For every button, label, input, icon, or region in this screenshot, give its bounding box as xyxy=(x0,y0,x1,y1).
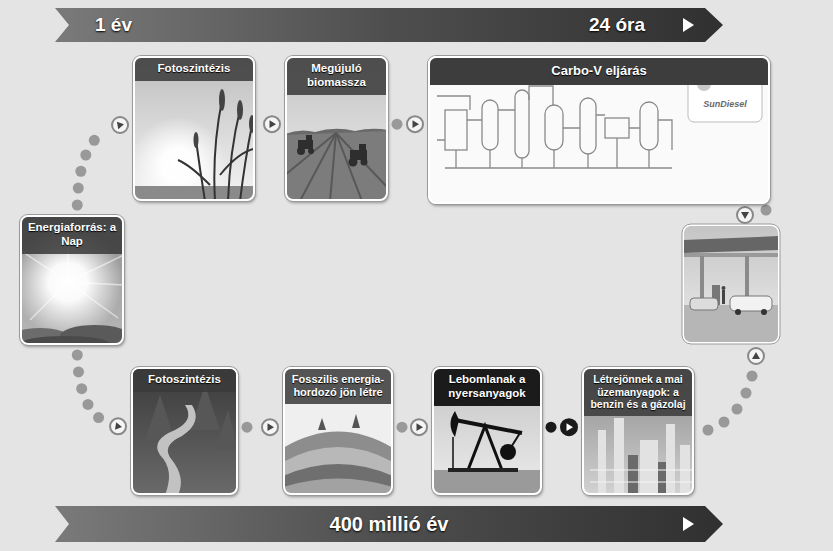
process-box: Carbo-V eljárás xyxy=(428,56,770,204)
title-band: Lebomlanak a nyersanyagok xyxy=(434,369,540,406)
band-row: 1 év 24 óra xyxy=(55,8,723,42)
dotted-connector xyxy=(72,117,130,211)
logo-text: SunDiesel xyxy=(690,99,760,109)
dotted-connector xyxy=(396,419,429,435)
forest-photo xyxy=(131,367,238,495)
field-photo xyxy=(285,56,388,201)
dotted-connector xyxy=(258,116,282,132)
dotted-connector xyxy=(72,349,128,434)
sun-photo xyxy=(20,215,124,345)
station-link xyxy=(703,205,772,436)
dotted-connector xyxy=(545,419,579,435)
dotted-connector xyxy=(241,419,280,435)
box-title: Energiaforrás: a Nap xyxy=(25,221,119,249)
title-band: Fosszilis energia-hordozó jön létre xyxy=(285,369,391,404)
title-band: Megújuló biomassza xyxy=(287,58,386,95)
title-band: Fotoszintézis xyxy=(133,369,236,392)
title-band: Létrejönnek a mai üzemanyagok: a benzin … xyxy=(584,369,692,416)
title-band: Energiaforrás: a Nap xyxy=(22,217,122,254)
dotted-connector xyxy=(391,116,425,132)
process-box: Fotoszintézis xyxy=(131,367,238,495)
title-band: Carbo-V eljárás xyxy=(430,58,768,85)
timeline-label: 1 év xyxy=(95,14,132,36)
process-box: Fosszilis energia-hordozó jön létre xyxy=(283,367,393,495)
process-schematic xyxy=(428,56,770,204)
band-row: 400 millió év xyxy=(55,506,723,542)
reed-photo xyxy=(133,56,255,201)
timeline-band: 400 millió év xyxy=(55,506,723,542)
title-band: Fotoszintézis xyxy=(135,58,253,81)
timeline-label: 400 millió év xyxy=(330,513,449,536)
process-box: Lebomlanak a nyersanyagok xyxy=(432,367,542,495)
refinery-photo xyxy=(582,367,694,495)
process-box: Energiaforrás: a Nap xyxy=(20,215,124,345)
strata-photo xyxy=(283,367,393,495)
process-box: Megújuló biomassza xyxy=(285,56,388,201)
box-title: Megújuló biomassza xyxy=(290,62,383,90)
gas-station-photo xyxy=(682,224,780,344)
timeline-label: 24 óra xyxy=(589,14,645,36)
box-title: Lebomlanak a nyersanyagok xyxy=(437,373,537,401)
box-title: Fotoszintézis xyxy=(136,373,233,387)
box-title: Létrejönnek a mai üzemanyagok: a benzin … xyxy=(587,373,689,411)
box-title: Fosszilis energia-hordozó jön létre xyxy=(288,373,388,399)
box-title: Fotoszintézis xyxy=(138,62,250,76)
pumpjack-photo xyxy=(432,367,542,495)
process-box: Fotoszintézis xyxy=(133,56,255,201)
box-title: Carbo-V eljárás xyxy=(434,63,764,79)
process-box: Létrejönnek a mai üzemanyagok: a benzin … xyxy=(582,367,694,495)
timeline-band: 1 év 24 óra xyxy=(55,8,723,42)
